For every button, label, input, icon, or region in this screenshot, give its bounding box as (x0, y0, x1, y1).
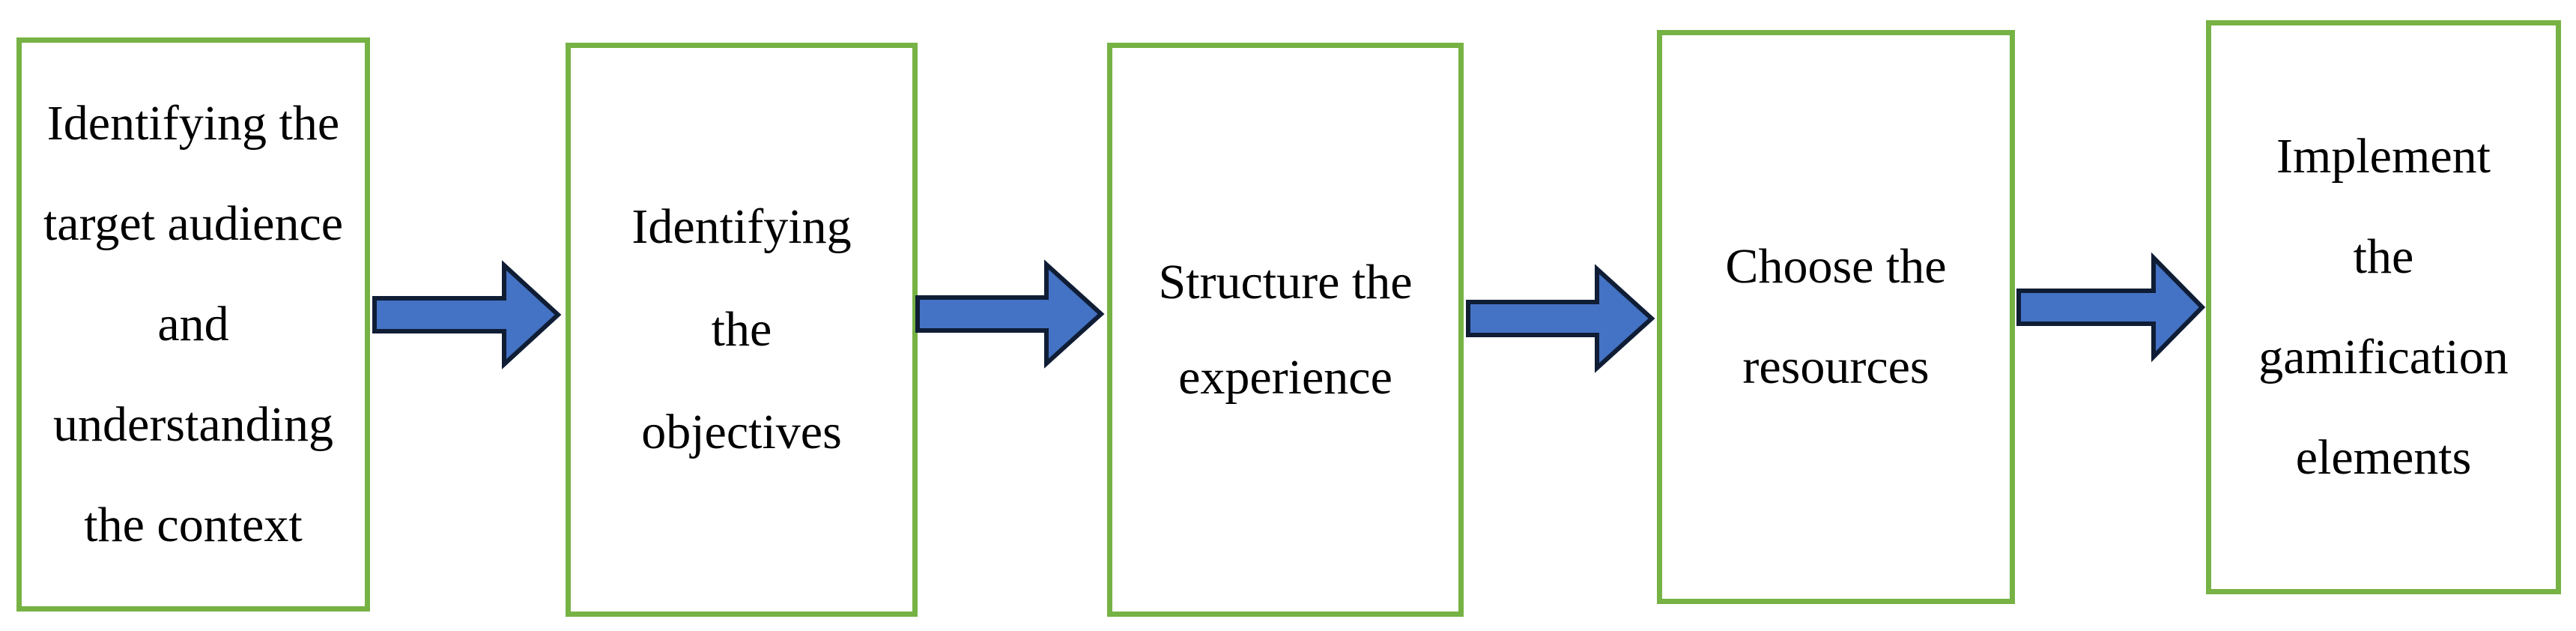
step-box-choose-resources: Choose the resources (1657, 30, 2015, 604)
step-box-identify-objectives: Identifying the objectives (566, 43, 918, 617)
step-box-identify-audience: Identifying the target audience and unde… (16, 37, 370, 612)
step-text-line: the (2353, 229, 2414, 284)
step-text-line: Identifying the (46, 96, 340, 151)
flow-arrow-3 (1466, 264, 1655, 373)
step-text-line: target audience (43, 196, 344, 251)
step-text-line: elements (2295, 430, 2472, 485)
step-text-line: Structure the (1158, 254, 1413, 310)
step-text-line: objectives (641, 405, 842, 459)
step-text-line: the (711, 302, 772, 357)
flow-arrow-2 (915, 259, 1105, 369)
step-text-line: understanding (53, 397, 333, 452)
step-text-line: Choose the (1725, 239, 1947, 294)
step-box-structure-experience: Structure the experience (1107, 43, 1464, 617)
step-text-line: resources (1742, 339, 1930, 394)
step-text-line: the context (84, 498, 303, 552)
step-text-line: Implement (2276, 129, 2491, 184)
step-text-line: experience (1178, 349, 1392, 405)
step-text-line: Identifying (631, 199, 852, 254)
step-box-implement-elements: Implement the gamification elements (2206, 20, 2561, 594)
step-text-line: gamification (2258, 330, 2509, 384)
step-text-line: and (157, 297, 229, 351)
flow-arrow-4 (2016, 252, 2206, 363)
flow-arrow-1 (372, 260, 562, 369)
